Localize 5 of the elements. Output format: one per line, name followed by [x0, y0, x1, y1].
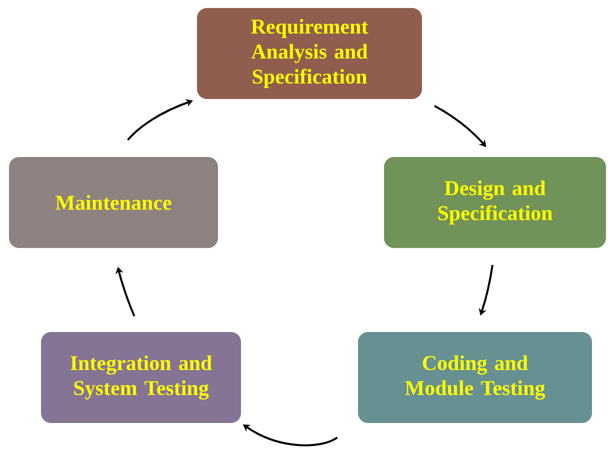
process-box: Coding and Module Testing [358, 332, 592, 423]
process-box: Requirement Analysis and Specification [197, 8, 422, 99]
process-box: Maintenance [9, 157, 218, 248]
process-box: Design and Specification [384, 157, 606, 248]
process-box: Integration and System Testing [41, 332, 241, 423]
